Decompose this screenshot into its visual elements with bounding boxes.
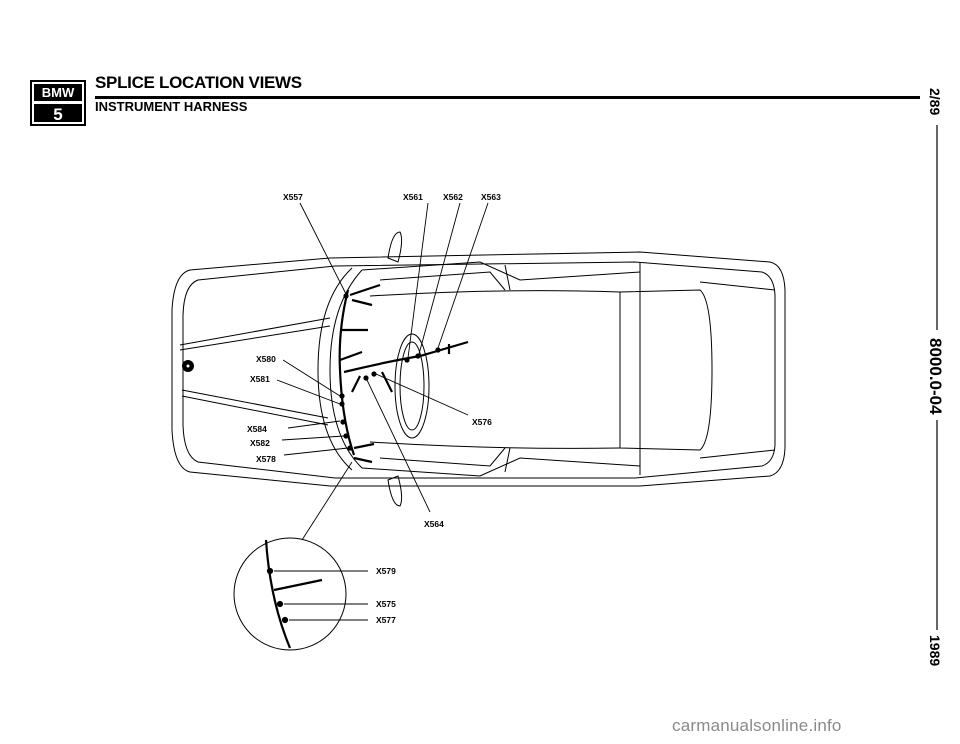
label-x577: X577 [376,615,396,625]
label-x582: X582 [250,438,270,448]
side-page-code: 8000.0-04 [926,338,945,415]
label-x579: X579 [376,566,396,576]
splice-points [339,293,441,451]
label-x564: X564 [424,519,444,529]
side-strip: 2/89 8000.0-04 1989 [926,88,945,666]
label-x576: X576 [472,417,492,427]
label-x557: X557 [283,192,303,202]
label-x575: X575 [376,599,396,609]
header-rule [95,96,920,99]
label-x563: X563 [481,192,501,202]
label-x584: X584 [247,424,267,434]
car-body [171,231,786,507]
page-title: SPLICE LOCATION VIEWS [95,73,302,92]
label-x578: X578 [256,454,276,464]
bmw-5-series-logo: BMW 5 [30,80,86,126]
label-x581: X581 [250,374,270,384]
side-date: 2/89 [927,88,943,115]
watermark: carmanualsonline.info [672,716,842,735]
label-x562: X562 [443,192,463,202]
splice-labels: X557 X561 X562 X563 X580 X581 X584 X582 … [247,192,501,625]
label-x580: X580 [256,354,276,364]
svg-text:BMW: BMW [42,85,75,100]
leader-lines [276,202,489,541]
label-x561: X561 [403,192,423,202]
svg-text:5: 5 [53,105,62,124]
page-subtitle: INSTRUMENT HARNESS [95,99,248,114]
instrument-harness [338,283,469,464]
zoom-detail [233,537,368,651]
side-year: 1989 [927,635,943,666]
